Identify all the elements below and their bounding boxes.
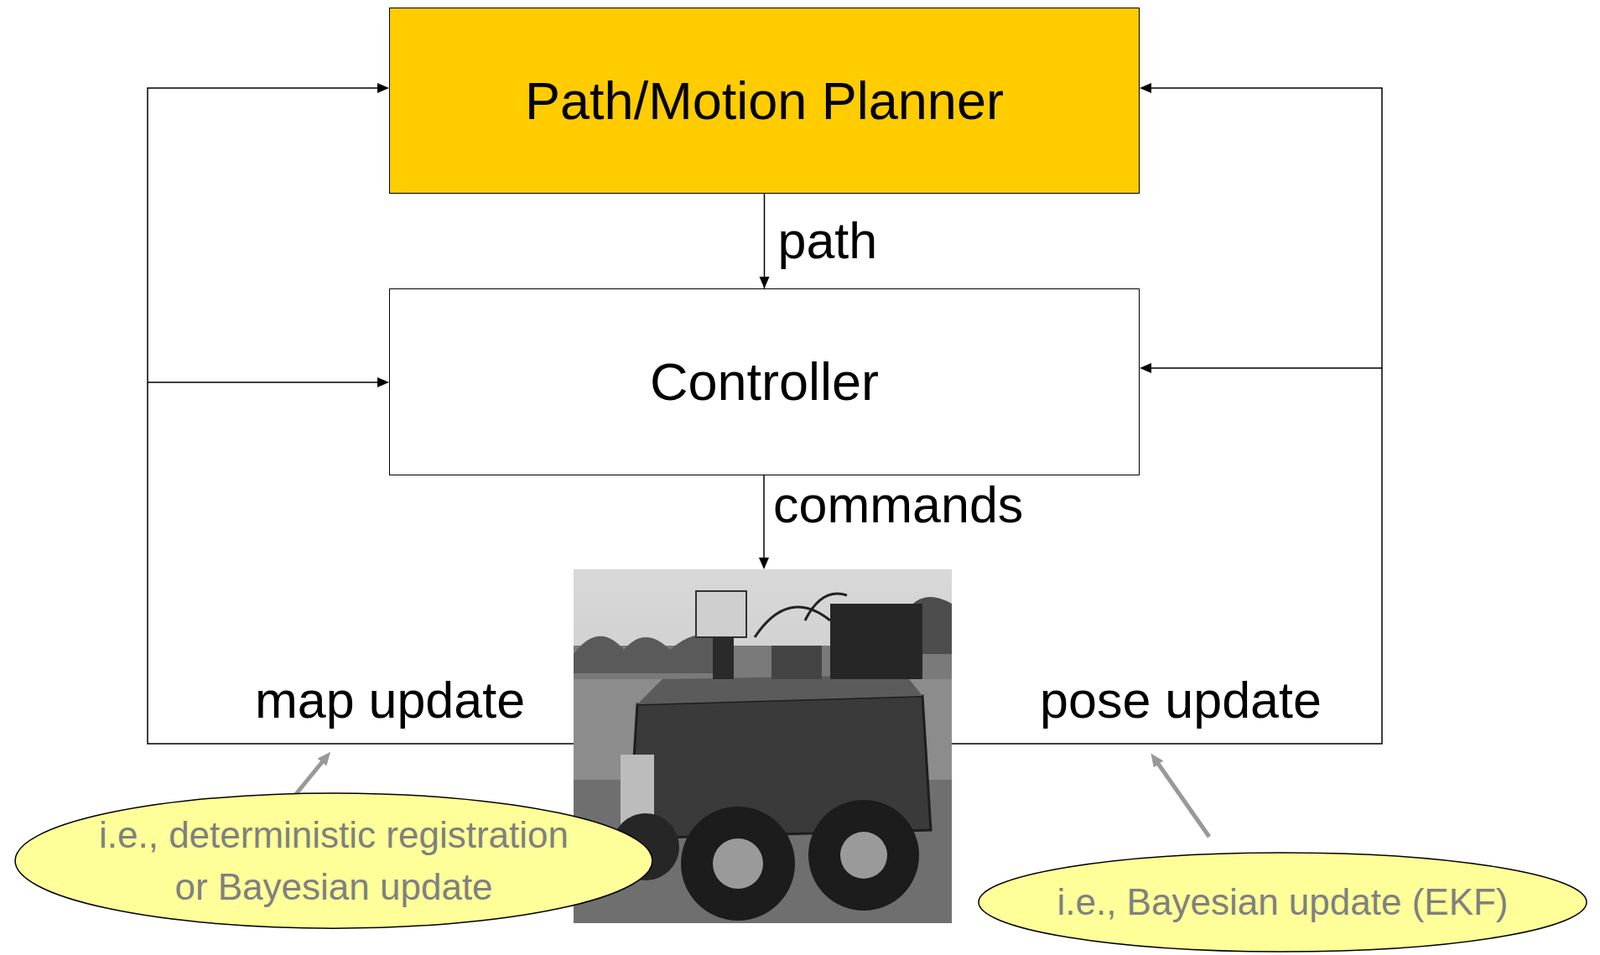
signal-label: commands [773,475,1024,535]
ellipse-outline [14,792,654,930]
signal-label: map update [254,670,525,730]
node-text: i.e., Bayesian update (EKF) [1056,876,1508,929]
node-text: i.e., deterministic registration or Baye… [82,809,586,913]
callout-ellipse: i.e., deterministic registration or Baye… [14,792,654,930]
node-text-group: i.e., deterministic registration or Baye… [82,809,586,913]
node-text: Path/Motion Planner [524,63,1004,138]
flow-arrow [763,193,766,289]
edge-label: path [778,211,878,271]
controller-box: Controller [389,288,1140,476]
planner-box: Path/Motion Planner [389,7,1140,194]
signal-label: pose update [1039,670,1322,730]
node-text-group: i.e., Bayesian update (EKF) [1056,876,1508,929]
node-text-group: Path/Motion Planner [524,63,1004,138]
callout-ellipse: i.e., Bayesian update (EKF) [977,851,1588,953]
node-text-group: Controller [649,344,879,419]
node-text: Controller [649,344,879,419]
ellipse-shape [15,793,653,929]
ellipse-shape [978,852,1587,952]
